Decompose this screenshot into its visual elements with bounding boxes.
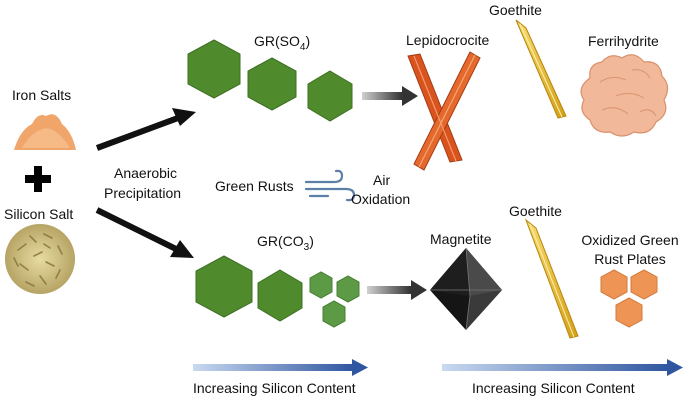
silicon-salt-label: Silicon Salt <box>4 206 74 222</box>
oxidized-green-rust-plates <box>600 269 658 328</box>
gr-co3-small-hexagon <box>336 275 360 303</box>
oxidized-plates-label-line1: Oxidized Green <box>581 232 679 248</box>
arrow-to-gr-so4 <box>95 108 196 151</box>
lepidocrocite-label: Lepidocrocite <box>406 32 490 48</box>
iron-salts-label: Iron Salts <box>12 87 72 103</box>
anaerobic-label-line2: Precipitation <box>104 185 182 201</box>
gr-so4-label: GR(SO4) <box>254 33 311 53</box>
air-wind-icon <box>304 169 356 202</box>
gr-co3-small-hexagon <box>322 300 346 328</box>
gr-co3-label: GR(CO3) <box>257 233 314 253</box>
green-rusts-label: Green Rusts <box>215 178 294 194</box>
magnetite-label: Magnetite <box>430 231 492 247</box>
silicon-gradient-arrow-right <box>442 359 683 376</box>
air-oxidation-label-line2: Oxidation <box>351 191 411 207</box>
silicon-salt-disc-icon <box>5 224 75 294</box>
gr-co3-small-hexagon <box>309 271 333 299</box>
gr-co3-hexagon <box>257 269 303 322</box>
iron-salts-pile-icon <box>14 114 76 150</box>
gr-so4-hexagon <box>247 57 297 111</box>
gr-co3-hexagon <box>195 255 253 318</box>
gr-co3-hexagons <box>195 255 360 328</box>
gr-so4-hexagon <box>307 70 353 122</box>
ferrihydrite-cluster-icon <box>580 54 669 137</box>
arrow-to-magnetite <box>367 280 427 300</box>
ferrihydrite-label: Ferrihydrite <box>588 33 659 49</box>
silicon-content-label-left: Increasing Silicon Content <box>193 380 356 396</box>
goethite-upper-label: Goethite <box>489 2 542 18</box>
magnetite-octahedron-icon <box>430 247 502 331</box>
gr-so4-hexagons <box>187 39 353 122</box>
gr-so4-hexagon <box>187 39 241 99</box>
oxidized-plate-hexagon <box>615 297 643 328</box>
anaerobic-label-line1: Anaerobic <box>114 165 178 181</box>
goethite-crystal-upper-icon <box>515 19 567 119</box>
goethite-crystal-lower-icon <box>524 218 579 339</box>
plus-icon <box>25 166 51 192</box>
arrow-to-gr-co3 <box>95 207 194 258</box>
oxidized-plate-hexagon <box>600 269 628 300</box>
lepidocrocite-crystal-icon <box>407 51 481 171</box>
arrow-to-lepidocrocite <box>362 86 418 106</box>
oxidized-plates-label-line2: Rust Plates <box>594 251 666 267</box>
silicon-gradient-arrow-left <box>193 359 368 376</box>
air-oxidation-label-line1: Air <box>373 172 391 188</box>
goethite-lower-label: Goethite <box>509 203 562 219</box>
silicon-content-label-right: Increasing Silicon Content <box>472 380 635 396</box>
oxidized-plate-hexagon <box>630 269 658 300</box>
